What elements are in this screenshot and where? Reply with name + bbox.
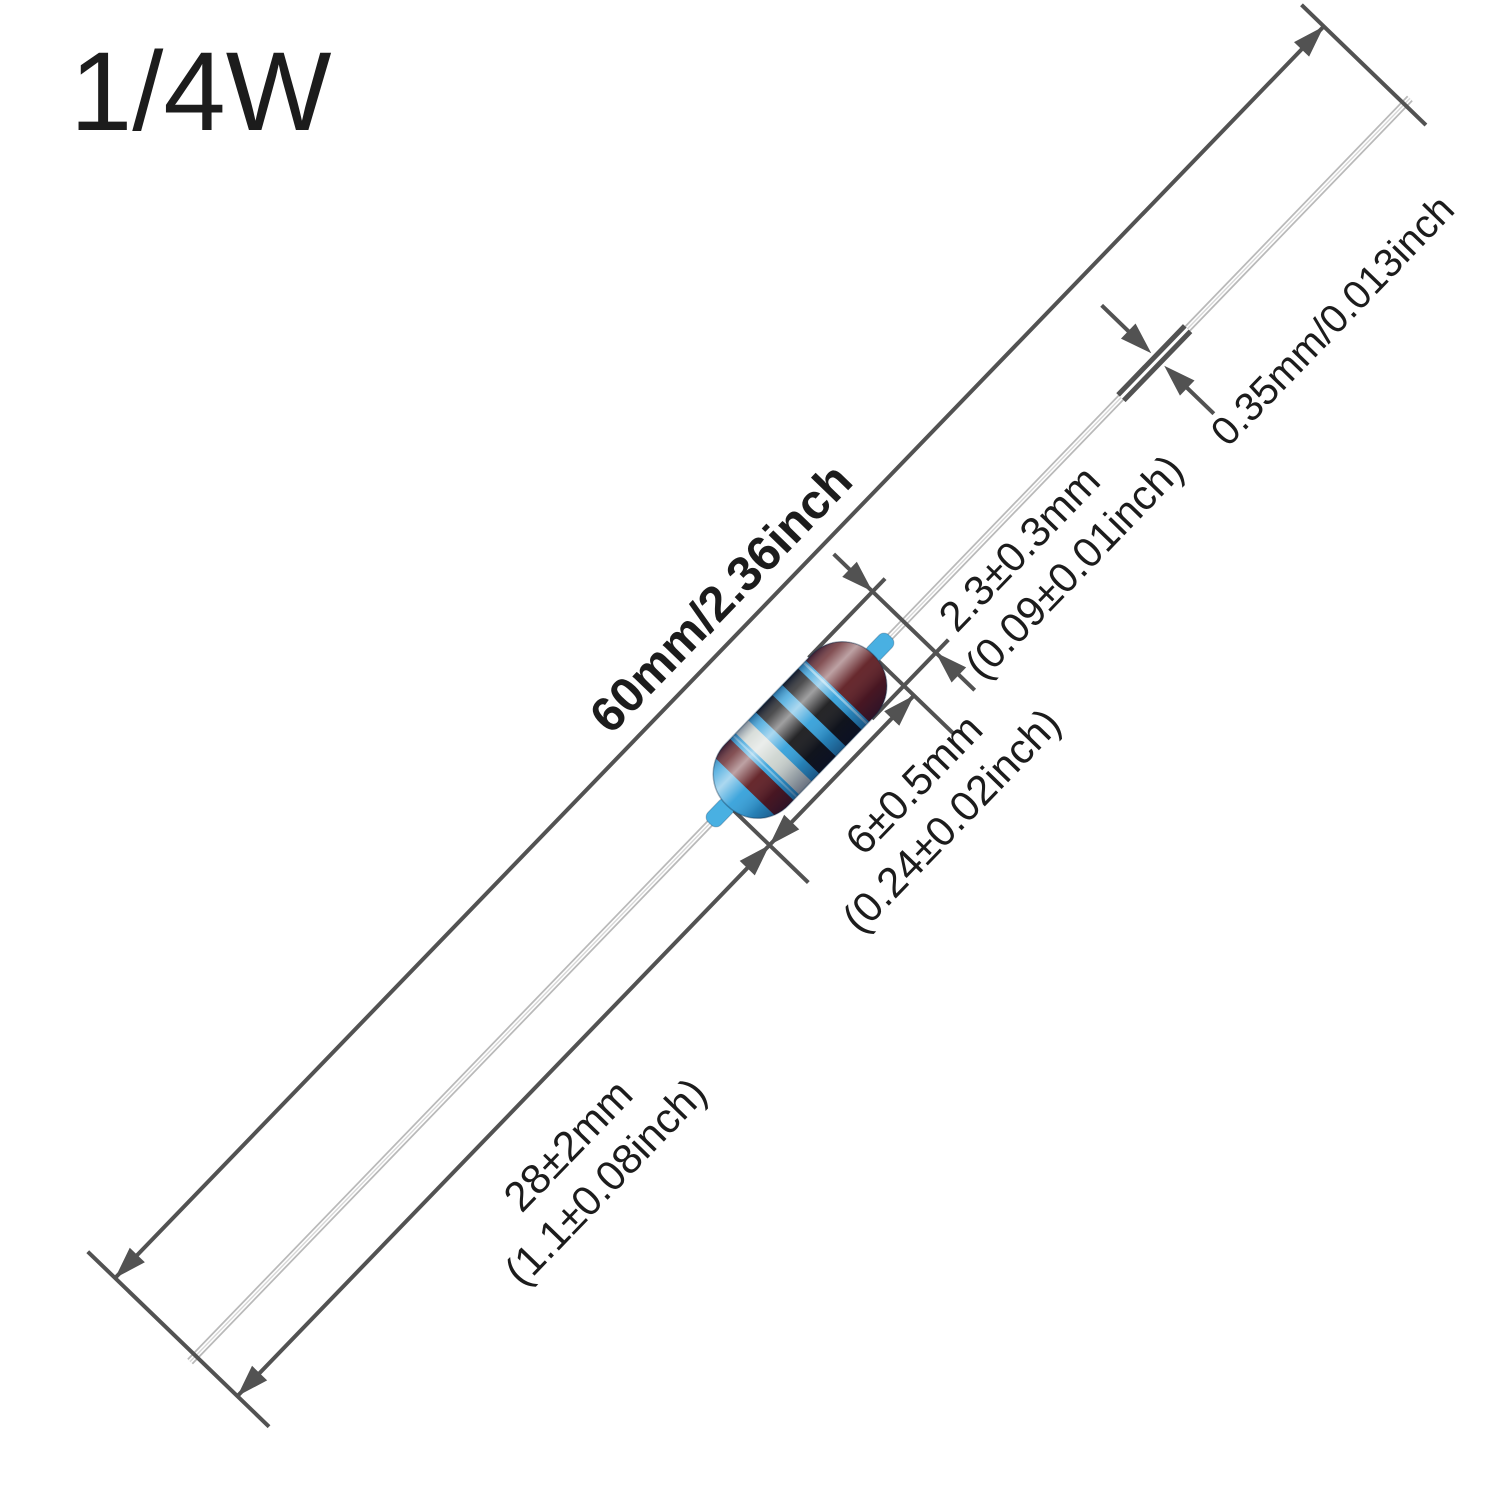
tick-body-left [724, 801, 810, 885]
dim-total-length-line [113, 24, 1326, 1280]
resistor-body-outline [712, 640, 888, 820]
tick-wire-end-right [1300, 3, 1428, 127]
resistor [695, 623, 905, 837]
dim-lead-diameter-arrowheads [1120, 323, 1195, 396]
body-shading [695, 623, 905, 837]
lead-diameter-mark-core [1119, 327, 1189, 399]
dimension-lines [86, 3, 1428, 1429]
resistor-body-group [695, 623, 905, 837]
dim-body-length-arrowheads [769, 695, 914, 846]
dim-body-length-line [768, 694, 916, 847]
dim-body-diameter-arrowheads [842, 561, 967, 683]
dim-lead-length-line [235, 843, 771, 1398]
tick-body-right [869, 652, 955, 735]
wattage-label: 1/4W [70, 29, 332, 154]
